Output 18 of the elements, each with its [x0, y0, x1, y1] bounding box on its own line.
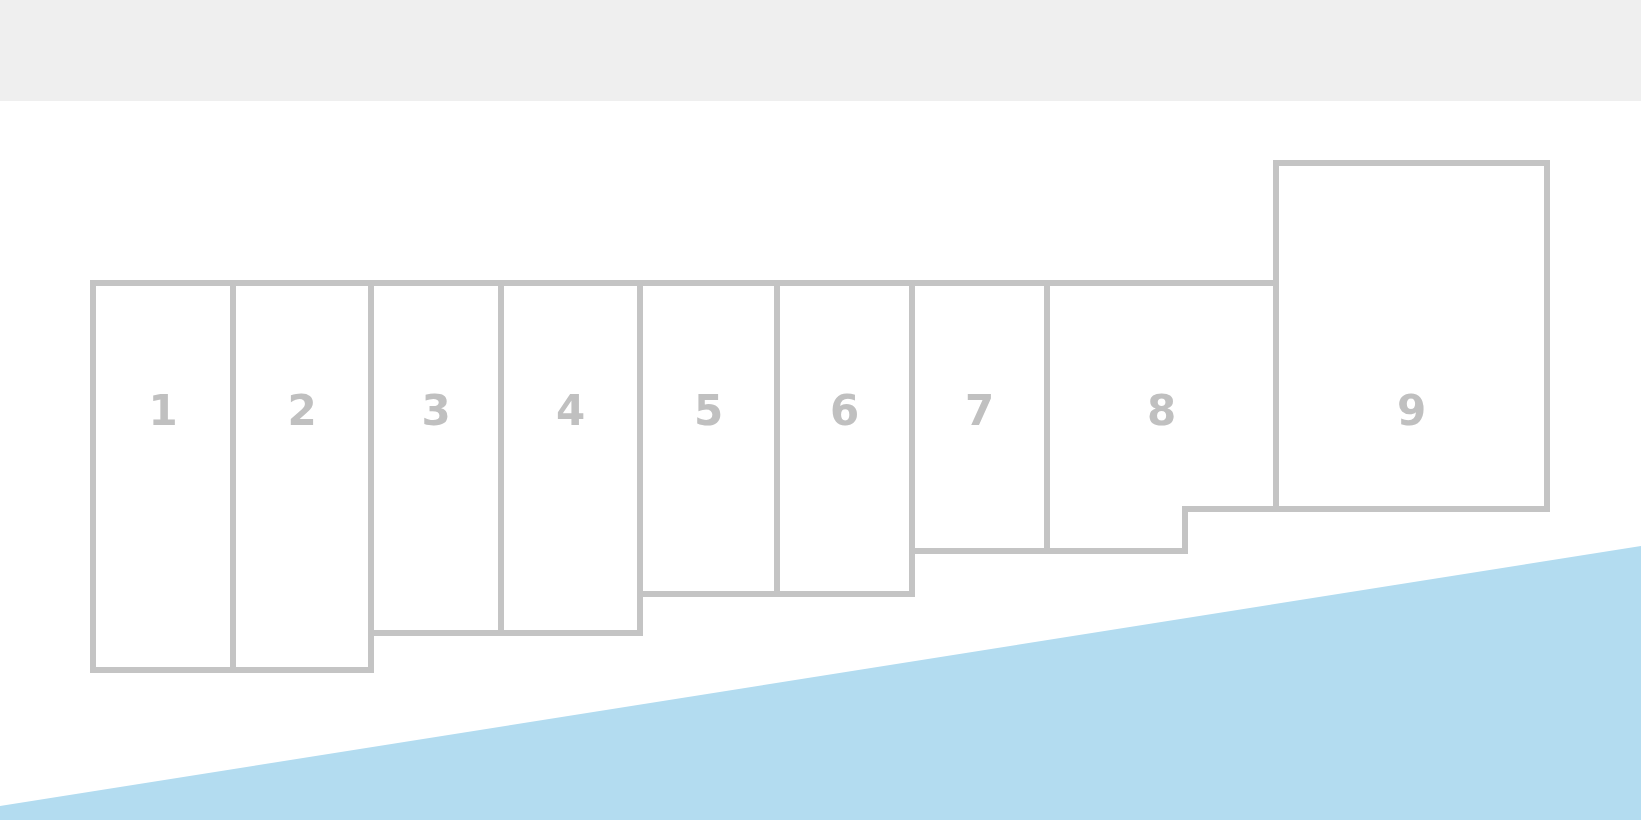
room — [498, 280, 643, 636]
room — [1044, 280, 1273, 554]
room — [1273, 160, 1550, 512]
room — [915, 280, 1044, 554]
room — [90, 280, 230, 673]
room-number: 2 — [287, 390, 317, 432]
room-number: 8 — [1147, 390, 1177, 432]
room-number: 4 — [556, 390, 586, 432]
room-number: 7 — [965, 390, 995, 432]
room — [643, 280, 774, 597]
room-number: 1 — [148, 390, 178, 432]
room-number: 3 — [421, 390, 451, 432]
room — [774, 280, 915, 597]
room-number: 6 — [830, 390, 860, 432]
room-number: 9 — [1397, 390, 1427, 432]
room — [230, 280, 374, 673]
room — [374, 280, 498, 636]
room-number: 5 — [694, 390, 724, 432]
